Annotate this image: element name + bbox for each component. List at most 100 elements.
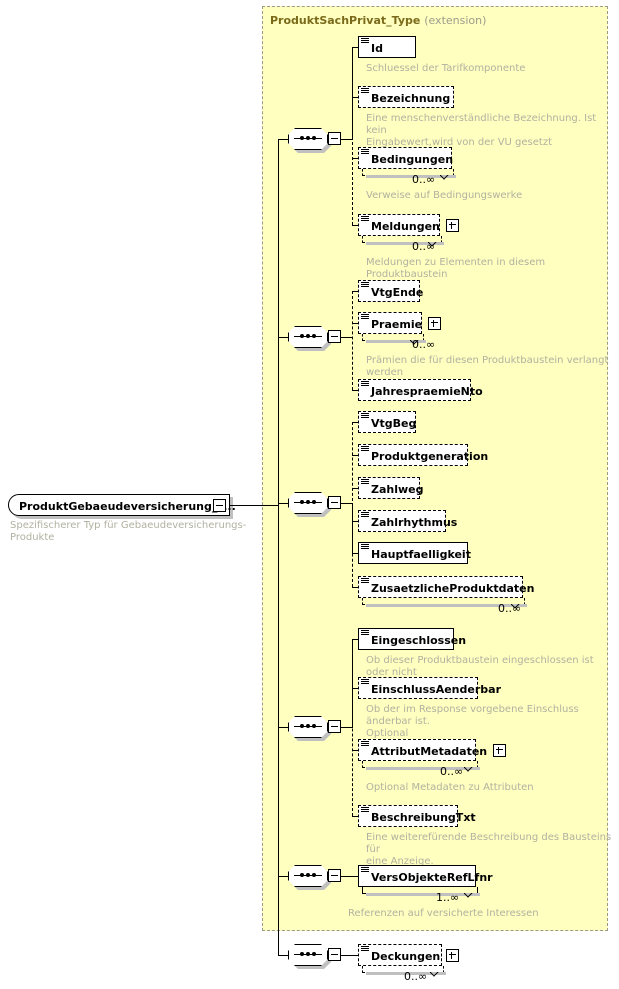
element-type-icon (361, 479, 369, 487)
repeat-indicator (362, 761, 480, 770)
minus-icon[interactable] (328, 720, 341, 733)
element-annotation: Verweise auf Bedingungswerke (366, 190, 523, 201)
sequence-dot (300, 334, 304, 338)
element-label: AttributMetadaten (371, 744, 488, 758)
cardinality-label: 0..∞ (440, 765, 464, 778)
cardinality-label: 0..∞ (412, 338, 436, 351)
element-node-hauptfaelligkeit[interactable]: Hauptfaelligkeit (358, 542, 471, 566)
element-label: Praemie (371, 317, 423, 331)
element-connector (352, 553, 358, 554)
minus-icon[interactable] (328, 869, 341, 882)
element-label: Deckungen (371, 949, 441, 963)
element-node-vtgbeg[interactable]: VtgBeg (358, 411, 418, 435)
element-label: Eingeschlossen (371, 633, 467, 647)
element-node-produktgeneration[interactable]: Produktgeneration (358, 444, 488, 468)
sequence-dot (312, 136, 316, 140)
sequence-connector (278, 337, 288, 338)
element-node-attributmetadaten[interactable]: AttributMetadaten (358, 739, 507, 763)
element-node-bezeichnung[interactable]: Bezeichnung (358, 86, 456, 110)
repeat-chevron-icon (440, 175, 449, 181)
minus-icon[interactable] (213, 499, 226, 512)
element-connector (352, 390, 358, 391)
sequence-dot (300, 724, 304, 728)
element-node-zahlrhythmus[interactable]: Zahlrhythmus (358, 510, 457, 534)
element-annotation: Ob der im Response vorgebene Einschluss … (366, 704, 579, 739)
element-connector (352, 750, 358, 751)
sequence-dot (312, 334, 316, 338)
root-type-node[interactable]: ProduktGebaeudeversicherung_T... (8, 494, 236, 516)
element-node-beschreibungtxt[interactable]: BeschreibungTxt (358, 805, 476, 829)
element-label: Zahlrhythmus (371, 515, 458, 529)
expand-plus-icon[interactable] (446, 948, 460, 962)
element-node-zusaetzlicheproduktdaten[interactable]: ZusaetzlicheProduktdaten (358, 576, 534, 600)
element-annotation: Schluessel der Tarifkomponente (366, 63, 526, 74)
element-annotation: Ob dieser Produktbaustein eingeschlossen… (366, 655, 594, 678)
element-node-vtgende[interactable]: VtgEnde (358, 280, 423, 304)
element-label: Meldungen (371, 219, 440, 233)
sequence-compositor-4[interactable] (288, 716, 341, 741)
minus-icon[interactable] (328, 948, 341, 961)
element-connector (352, 876, 358, 877)
element-type-icon (361, 413, 369, 421)
minus-icon[interactable] (328, 496, 341, 509)
sequence-compositor-5[interactable] (288, 865, 341, 890)
sequence-dot (306, 873, 310, 877)
repeat-chevron-icon (430, 972, 439, 978)
element-connector (352, 688, 358, 689)
element-node-praemie[interactable]: Praemie (358, 312, 442, 336)
element-connector (352, 455, 358, 456)
element-connector (352, 639, 358, 640)
branch-stub (341, 337, 353, 338)
sequence-compositor-2[interactable] (288, 326, 341, 351)
minus-icon[interactable] (328, 330, 341, 343)
element-connector (352, 291, 358, 292)
element-node-id[interactable]: Id (358, 36, 418, 60)
root-type-label: ProduktGebaeudeversicherung_T... (19, 499, 236, 513)
element-type-icon (361, 512, 369, 520)
sequence-compositor-1[interactable] (288, 128, 341, 153)
sequence-dot (312, 500, 316, 504)
element-node-zahlweg[interactable]: Zahlweg (358, 477, 424, 501)
container-title: ProduktSachPrivat_Type (extension) (270, 14, 486, 27)
element-connector (352, 816, 358, 817)
element-type-icon (361, 867, 369, 875)
expand-plus-icon[interactable] (428, 316, 442, 330)
element-node-eingeschlossen[interactable]: Eingeschlossen (358, 628, 466, 652)
element-type-icon (361, 741, 369, 749)
sequence-connector (278, 727, 288, 728)
sequence-compositor-6[interactable] (288, 944, 341, 969)
branch-vertical-optional (352, 639, 353, 816)
repeat-indicator (362, 334, 426, 343)
element-node-versobjektereflfnr[interactable]: VersObjekteRefLfnr (358, 865, 493, 889)
sequence-compositor-3[interactable] (288, 492, 341, 517)
element-node-meldungen[interactable]: Meldungen (358, 214, 459, 238)
element-type-icon (361, 578, 369, 586)
element-connector (352, 225, 358, 226)
element-type-icon (361, 88, 369, 96)
sequence-connector (278, 139, 288, 140)
branch-stub (341, 876, 353, 877)
sequence-dot (300, 873, 304, 877)
root-trunk-line (278, 139, 279, 955)
sequence-dot (306, 952, 310, 956)
element-annotation: Eine menschenverständliche Bezeichnung. … (366, 113, 597, 148)
container-type-name: ProduktSachPrivat_Type (270, 14, 421, 27)
element-node-bedingungen[interactable]: Bedingungen (358, 147, 454, 171)
element-type-icon (361, 381, 369, 389)
element-node-einschlussaenderbar[interactable]: EinschlussAenderbar (358, 677, 501, 701)
element-label: Bedingungen (371, 152, 454, 166)
element-label: VtgBeg (371, 416, 417, 430)
element-label: Produktgeneration (371, 449, 489, 463)
element-connector (352, 47, 358, 48)
expand-plus-icon[interactable] (445, 218, 459, 232)
minus-icon[interactable] (328, 132, 341, 145)
repeat-indicator (362, 598, 527, 607)
element-connector (352, 521, 358, 522)
expand-plus-icon[interactable] (493, 743, 507, 757)
element-node-deckungen[interactable]: Deckungen (358, 944, 460, 968)
element-node-jahrespraemiento[interactable]: JahrespraemieNto (358, 379, 483, 403)
repeat-indicator (362, 236, 444, 245)
repeat-indicator (362, 966, 446, 975)
element-type-icon (361, 216, 369, 224)
